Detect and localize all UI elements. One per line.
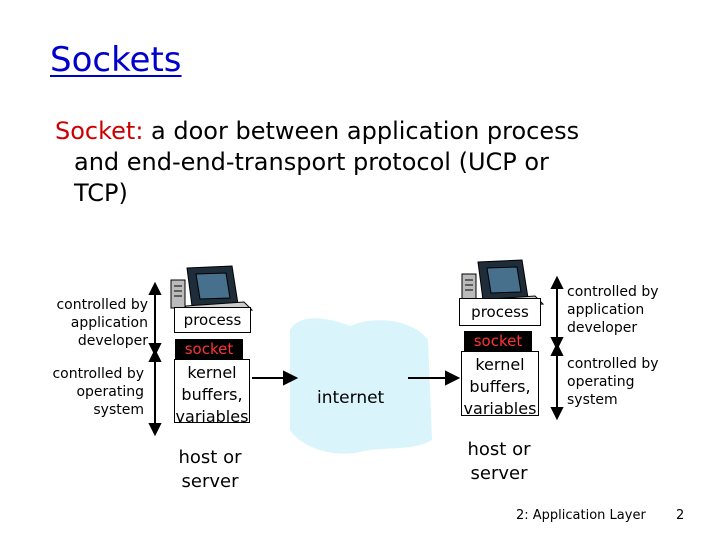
left-kernel-box: kernel buffers, variables bbox=[174, 359, 250, 426]
definition-line-2: and end-end-transport protocol (UCP or bbox=[74, 148, 549, 176]
left-os-arrow bbox=[148, 348, 162, 437]
right-label-operating-system: controlled by operating system bbox=[567, 356, 659, 408]
left-host-caption: host or server bbox=[178, 447, 242, 492]
right-app-arrow bbox=[550, 275, 564, 351]
definition-line-3: TCP) bbox=[74, 179, 128, 207]
left-process-box: process bbox=[174, 307, 251, 333]
internet-cloud bbox=[290, 318, 432, 454]
right-process-box: process bbox=[459, 298, 541, 326]
left-socket-box: socket bbox=[175, 339, 243, 359]
definition-line-1: a door between application process bbox=[143, 117, 580, 145]
socket-definition: Socket: a door between application proce… bbox=[55, 116, 655, 209]
internet-label: internet bbox=[317, 388, 385, 408]
left-app-arrow bbox=[148, 281, 162, 357]
footer-page-number: 2 bbox=[676, 508, 685, 523]
left-label-operating-system: controlled by operating system bbox=[52, 366, 144, 418]
footer-chapter: 2: Application Layer bbox=[516, 508, 646, 523]
right-kernel-box: kernel buffers, variables bbox=[461, 351, 539, 418]
right-host-caption: host or server bbox=[467, 439, 531, 484]
left-label-application-developer: controlled by application developer bbox=[56, 297, 148, 349]
slide-title: Sockets bbox=[50, 40, 182, 80]
internet-to-right-arrow bbox=[408, 370, 461, 386]
right-os-arrow bbox=[550, 342, 564, 421]
left-to-internet-arrow bbox=[252, 370, 299, 386]
right-socket-box: socket bbox=[464, 331, 532, 351]
left-computer-icon bbox=[170, 265, 254, 314]
definition-term: Socket: bbox=[55, 117, 144, 145]
right-label-application-developer: controlled by application developer bbox=[567, 284, 659, 336]
